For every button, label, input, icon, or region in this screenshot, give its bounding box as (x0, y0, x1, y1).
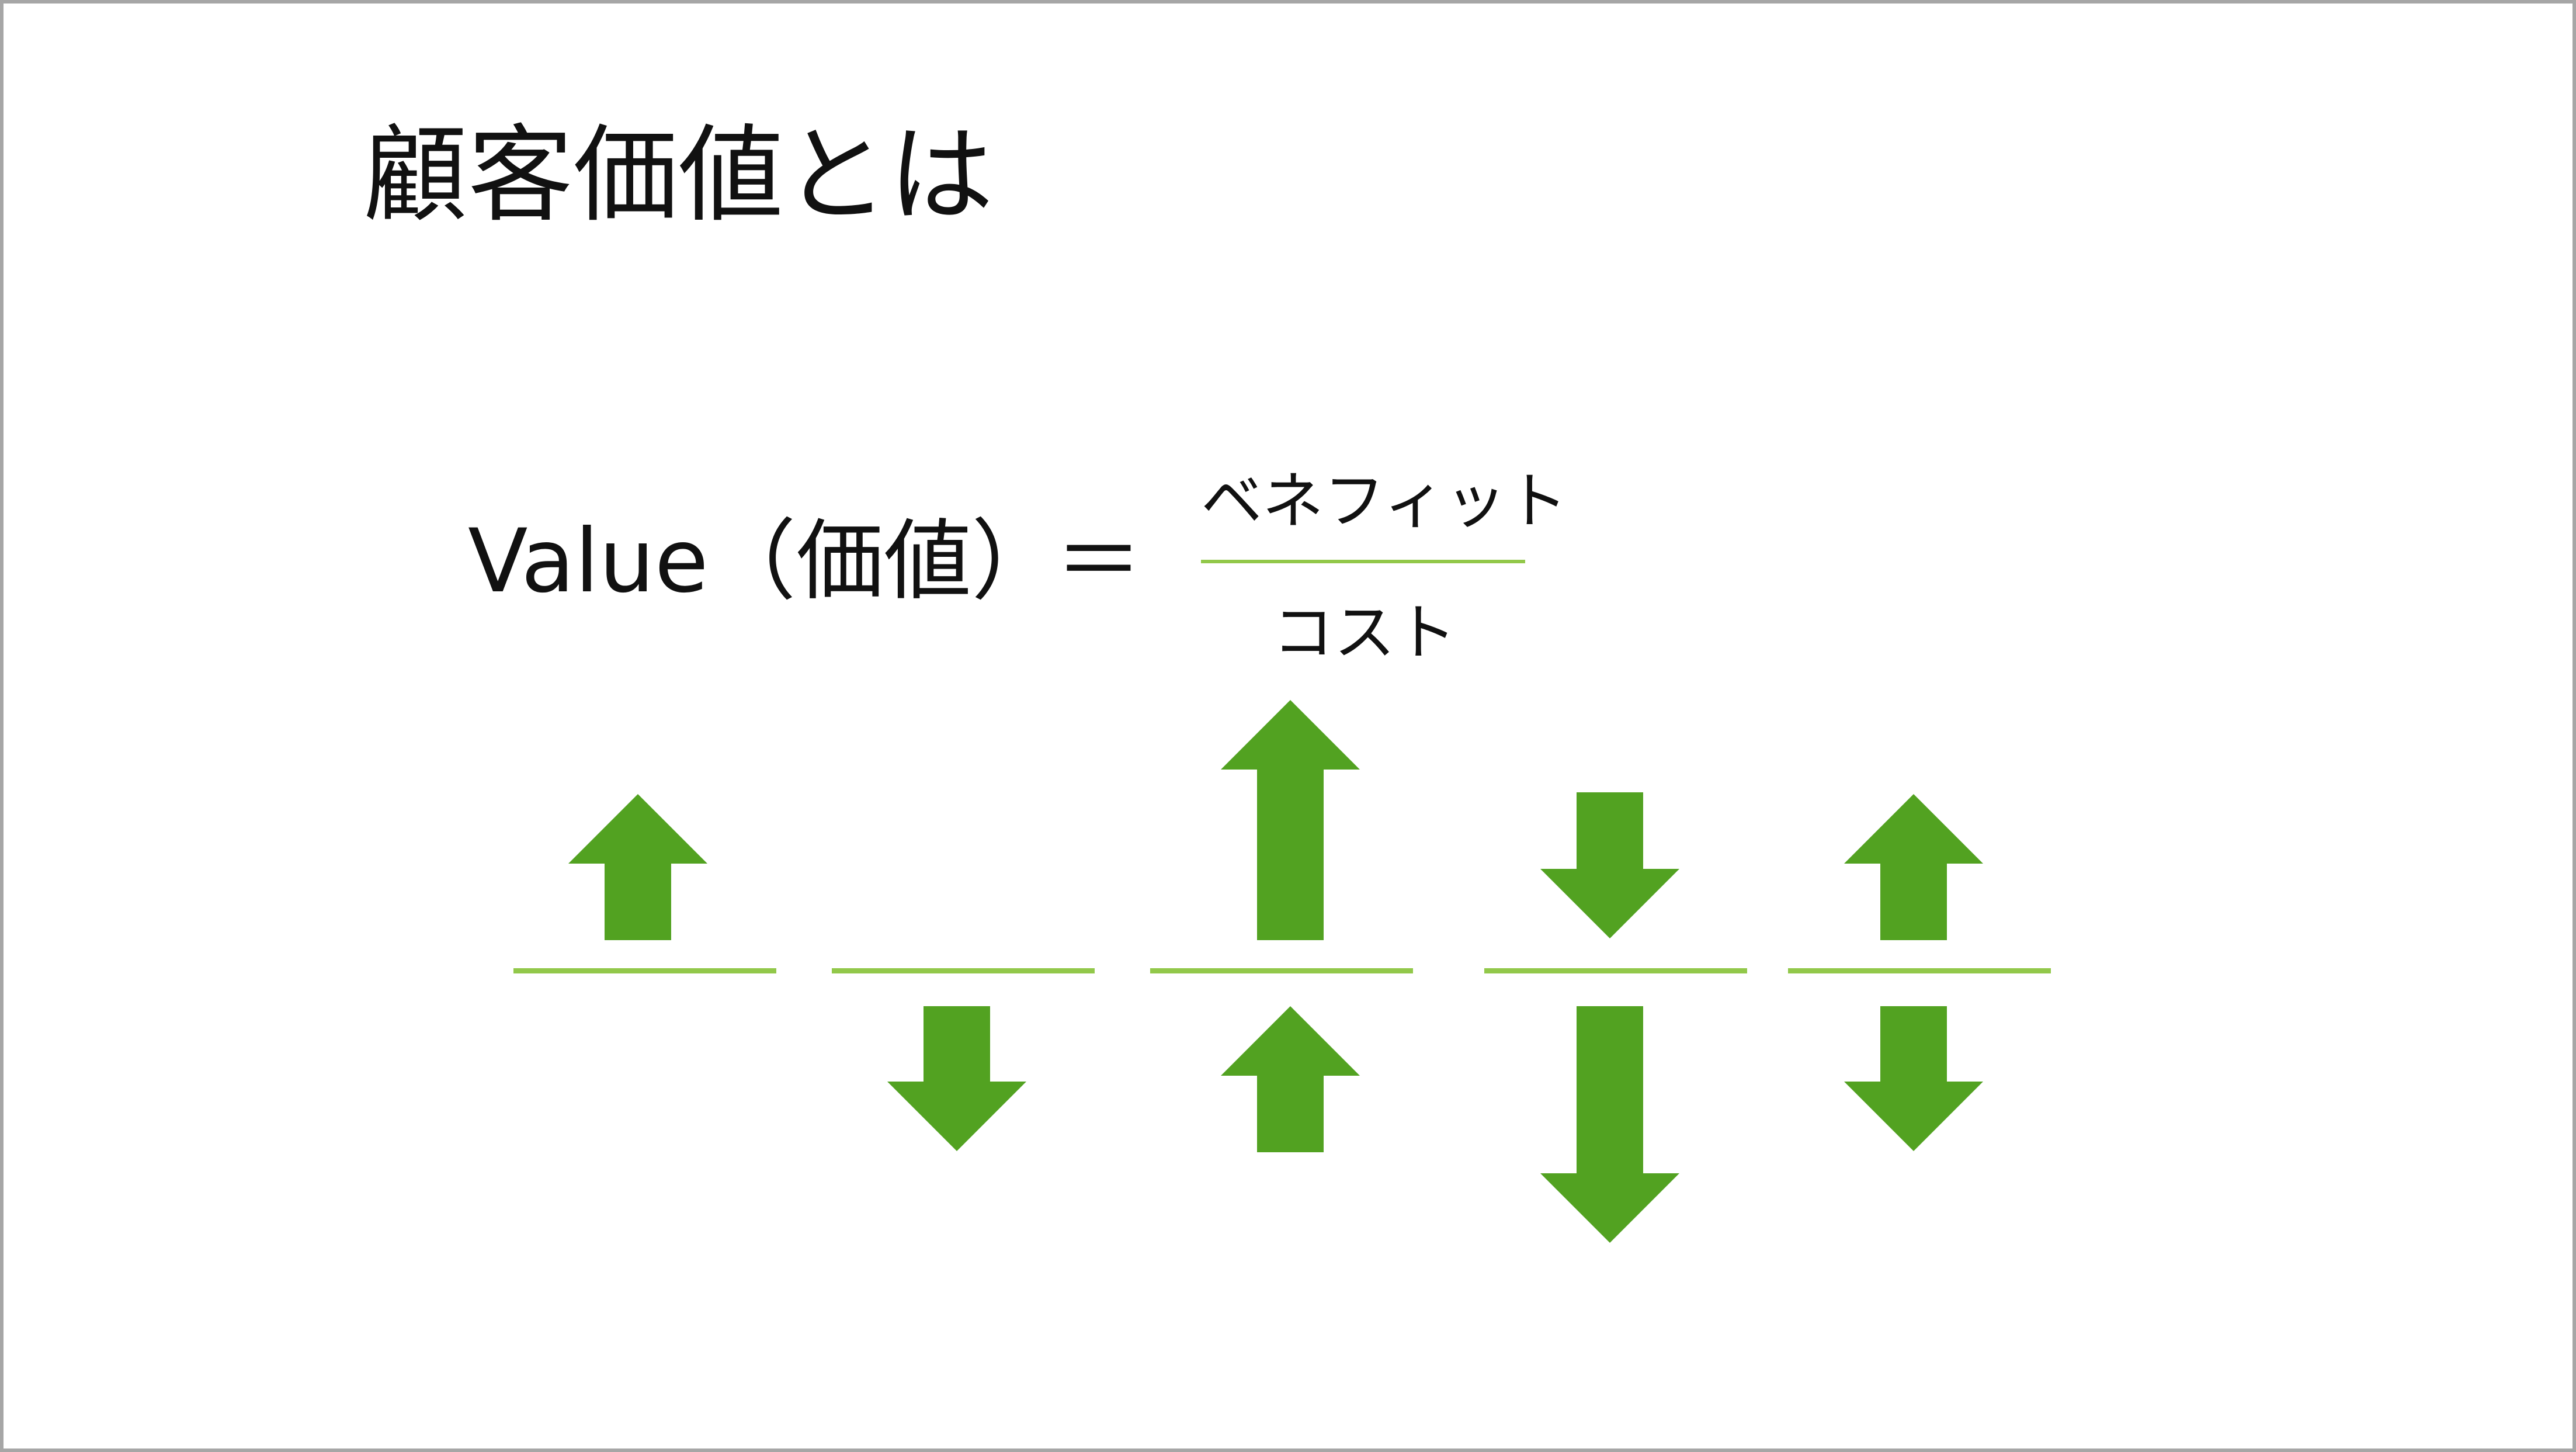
formula-equals-sign: ＝ (1055, 511, 1143, 612)
ratio-line-3 (1150, 968, 1413, 973)
arrows (568, 700, 1983, 1243)
cost-down-large-arrow-4 (1540, 1006, 1679, 1243)
ratio-lines (513, 968, 2051, 973)
ratio-line-5 (1788, 968, 2051, 973)
formula-denominator-cost: コスト (1272, 597, 1457, 668)
cost-down-arrow-2 (887, 1006, 1026, 1151)
slide-title: 顧客価値とは (363, 115, 994, 237)
cost-down-arrow-5 (1844, 1006, 1983, 1151)
ratio-line-1 (513, 968, 776, 973)
value-scenarios-diagram (513, 700, 2051, 1243)
benefit-up-arrow-1 (568, 794, 707, 940)
benefit-up-large-arrow-3 (1221, 700, 1360, 940)
formula-numerator-benefit: ベネフィット (1201, 466, 1568, 537)
benefit-up-arrow-5 (1844, 794, 1983, 940)
ratio-line-4 (1484, 968, 1747, 973)
benefit-down-arrow-4 (1540, 792, 1679, 938)
formula-value-label: Value（価値） (468, 511, 1059, 612)
ratio-line-2 (832, 968, 1095, 973)
cost-up-arrow-3 (1221, 1006, 1360, 1152)
formula-fraction-line (1201, 560, 1525, 563)
